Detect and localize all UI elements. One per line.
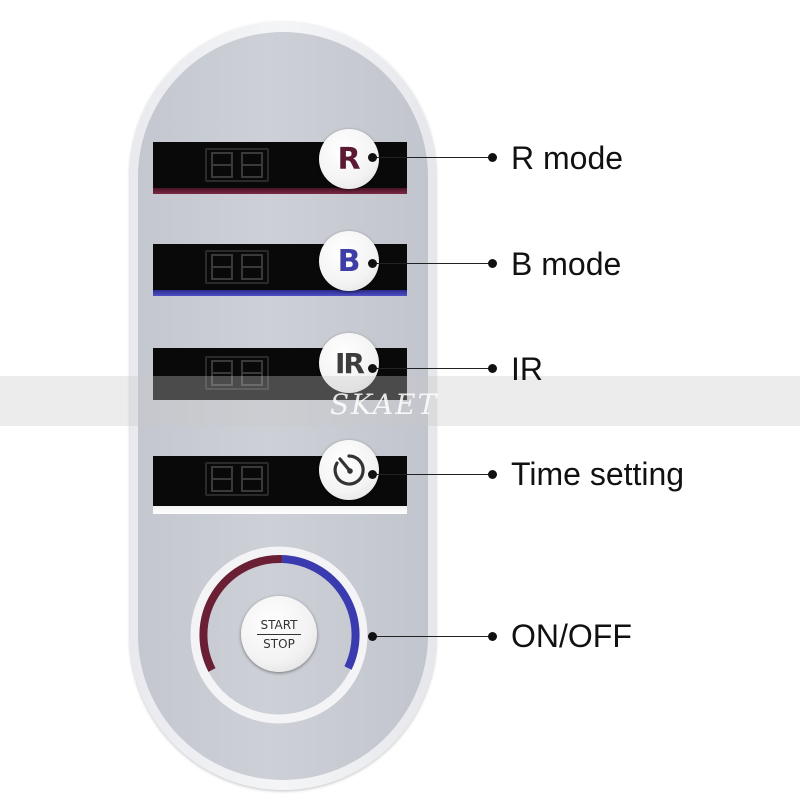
r-mode-label: R mode bbox=[511, 140, 624, 176]
b-mode-digits bbox=[205, 250, 269, 284]
ir-callout-line bbox=[373, 368, 493, 369]
r-mode-callout-dot-start bbox=[368, 153, 377, 162]
stop-label: STOP bbox=[263, 636, 295, 651]
b-mode-button[interactable]: B bbox=[319, 231, 379, 291]
r-mode-glow bbox=[153, 188, 407, 194]
ir-callout-dot-start bbox=[368, 364, 377, 373]
r-mode-callout-line bbox=[373, 157, 493, 158]
time-glow bbox=[153, 506, 407, 514]
b-mode-glow bbox=[153, 290, 407, 296]
on-off-callout-dot-end bbox=[488, 632, 497, 641]
start-stop-divider bbox=[257, 633, 301, 635]
time-callout-dot-start bbox=[368, 470, 377, 479]
on-off-callout-dot-start bbox=[368, 632, 377, 641]
r-mode-digits bbox=[205, 148, 269, 182]
ir-button-label-r: R bbox=[343, 346, 365, 380]
time-setting-label: Time setting bbox=[511, 456, 685, 492]
watermark: SKAET bbox=[330, 388, 439, 421]
b-mode-callout-dot-end bbox=[488, 259, 497, 268]
r-mode-button-label: R bbox=[337, 141, 361, 177]
start-label: START bbox=[260, 617, 298, 632]
r-mode-callout-dot-end bbox=[488, 153, 497, 162]
time-callout-dot-end bbox=[488, 470, 497, 479]
ir-label: IR bbox=[511, 351, 543, 387]
ir-digits bbox=[205, 356, 269, 390]
on-off-callout-line bbox=[373, 636, 493, 637]
ir-button-label-i: I bbox=[335, 346, 346, 380]
time-callout-line bbox=[373, 474, 493, 475]
b-mode-callout-dot-start bbox=[368, 259, 377, 268]
b-mode-label: B mode bbox=[511, 246, 622, 282]
start-stop-button[interactable]: START STOP bbox=[241, 596, 317, 672]
time-digits bbox=[205, 462, 269, 496]
b-mode-callout-line bbox=[373, 263, 493, 264]
ir-callout-dot-end bbox=[488, 364, 497, 373]
on-off-label: ON/OFF bbox=[511, 618, 632, 654]
watermark-band bbox=[0, 376, 800, 426]
b-mode-button-label: B bbox=[337, 243, 361, 279]
timer-icon bbox=[333, 454, 365, 486]
power-ring bbox=[190, 546, 368, 724]
